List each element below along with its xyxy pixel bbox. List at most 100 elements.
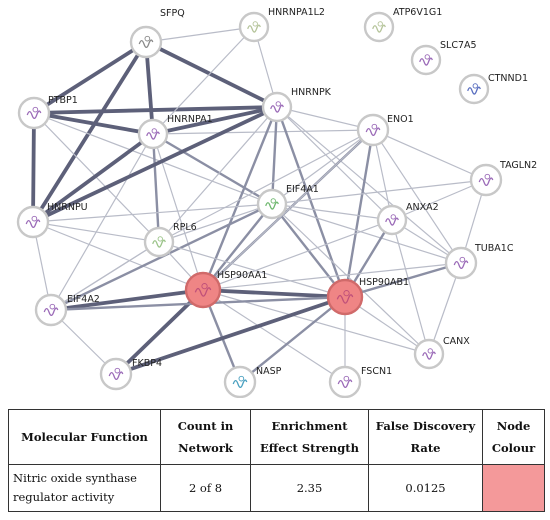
- node-label: PTBP1: [48, 95, 78, 106]
- protein-structure-icon-detail: [275, 101, 281, 107]
- edge-sfpq-hnrnpu: [31, 40, 148, 224]
- node-circle: [256, 188, 288, 220]
- edge-hnrnpa1-eif4a1: [151, 132, 274, 206]
- header-node-colour: Node Colour: [482, 409, 545, 465]
- table-header-row: Molecular Function Count in Network Enri…: [8, 409, 545, 465]
- node-hnrnpa1[interactable]: HNRNPA1: [137, 114, 213, 150]
- protein-structure-icon: [232, 379, 248, 389]
- protein-structure-icon-detail: [151, 128, 157, 134]
- node-fkbp4[interactable]: FKBP4: [99, 357, 162, 391]
- protein-structure-icon: [26, 110, 42, 120]
- protein-structure-icon-detail: [31, 215, 38, 222]
- node-label: FKBP4: [132, 358, 162, 369]
- edge-ptbp1-hnrnpa1: [32, 111, 155, 136]
- edge-tagln2-anxa2: [391, 179, 487, 221]
- edge-ptbp1-eif4a1: [33, 112, 273, 205]
- node-hnrnpa1l2[interactable]: HNRNPA1L2: [238, 7, 325, 43]
- node-label: NASP: [256, 366, 282, 377]
- node-sfpq[interactable]: SFPQ: [129, 8, 185, 59]
- node-circle: [17, 96, 51, 130]
- edge-hnrnpa1-hnrnpk: [151, 105, 279, 136]
- node-circle: [356, 113, 390, 147]
- edge-hnrnpu-hsp90aa1: [32, 221, 204, 291]
- protein-structure-icon-detail: [371, 123, 378, 130]
- edge-sfpq-hnrnpk: [144, 40, 279, 109]
- edge-eif4a1-eif4a2: [49, 202, 274, 312]
- node-circle: [376, 204, 408, 236]
- node-circle: [326, 278, 364, 316]
- node-eif4a1[interactable]: EIF4A1: [256, 184, 319, 220]
- node-hnrnpk[interactable]: HNRNPK: [261, 87, 332, 123]
- node-circle: [184, 271, 222, 309]
- node-anxa2[interactable]: ANXA2: [376, 202, 439, 236]
- node-fscn1[interactable]: FSCN1: [328, 365, 392, 398]
- protein-structure-icon-detail: [32, 106, 39, 113]
- node-label: TAGLN2: [499, 160, 537, 171]
- node-hsp90aa1[interactable]: HSP90AA1: [184, 270, 267, 309]
- node-nasp[interactable]: NASP: [223, 365, 282, 398]
- protein-structure-icon: [194, 287, 212, 297]
- edge-hnrnpk-tuba1c: [276, 106, 462, 264]
- node-ptbp1[interactable]: PTBP1: [17, 95, 78, 130]
- edge-hnrnpk-eno1: [276, 106, 374, 131]
- header-count-in-network: Count in Network: [160, 409, 251, 465]
- protein-structure-icon-detail: [484, 173, 491, 180]
- cell-node-colour-swatch: [482, 464, 545, 512]
- edge-hsp90aa1-hsp90ab1: [201, 288, 347, 299]
- node-eno1[interactable]: ENO1: [356, 113, 414, 147]
- node-circle: [328, 365, 362, 398]
- cell-strength: 2.35: [250, 464, 369, 512]
- node-hnrnpu[interactable]: HNRNPU: [16, 202, 88, 239]
- edge-sfpq-ptbp1: [32, 40, 148, 115]
- cell-count: 2 of 8: [160, 464, 251, 512]
- protein-structure-icon: [138, 39, 154, 49]
- node-eif4a2[interactable]: EIF4A2: [34, 293, 100, 327]
- node-slc7a5[interactable]: SLC7A5: [410, 40, 477, 76]
- node-label: HNRNPK: [291, 87, 332, 98]
- edge-tuba1c-hsp90aa1: [202, 262, 462, 291]
- edge-hnrnpa1-eif4a2: [50, 133, 154, 311]
- protein-structure-icon-detail: [459, 256, 466, 263]
- protein-structure-icon-detail: [343, 290, 350, 297]
- node-label: HSP90AB1: [359, 277, 409, 288]
- edge-hnrnpk-rpl6: [158, 106, 278, 243]
- header-molecular-function: Molecular Function: [8, 409, 161, 465]
- edge-anxa2-canx: [391, 219, 430, 355]
- node-label: ENO1: [387, 114, 414, 125]
- protein-structure-icon-detail: [201, 283, 208, 290]
- node-label: FSCN1: [361, 366, 392, 377]
- protein-structure-icon-detail: [157, 236, 163, 242]
- node-circle: [363, 11, 395, 43]
- node-label: CANX: [443, 336, 470, 347]
- protein-structure-icon: [43, 307, 59, 317]
- node-canx[interactable]: CANX: [413, 336, 470, 370]
- edge-hsp90aa1-eno1: [202, 129, 374, 291]
- node-circle: [223, 365, 257, 398]
- edge-hsp90ab1-nasp: [238, 295, 347, 384]
- edge-eno1-tagln2: [372, 129, 487, 181]
- edge-tuba1c-hsp90ab1: [343, 261, 463, 299]
- edge-hnrnpa1-hnrnpa1l2: [152, 26, 255, 135]
- edge-eif4a1-tuba1c: [271, 203, 462, 264]
- node-circle: [469, 163, 503, 197]
- edge-ptbp1-hnrnpk: [32, 105, 279, 115]
- edge-hnrnpa1-eno1: [152, 129, 374, 135]
- node-label: TUBA1C: [474, 243, 514, 254]
- edge-eif4a1-anxa2: [271, 203, 393, 221]
- protein-structure-icon-detail: [343, 375, 350, 382]
- node-tagln2[interactable]: TAGLN2: [469, 160, 537, 197]
- node-atp6v1g1[interactable]: ATP6V1G1: [363, 7, 442, 43]
- protein-structure-icon: [385, 217, 399, 226]
- protein-structure-icon: [146, 131, 160, 140]
- node-rpl6[interactable]: RPL6: [143, 222, 197, 258]
- node-hsp90ab1[interactable]: HSP90AB1: [326, 277, 409, 316]
- protein-structure-icon: [247, 24, 261, 33]
- cell-fdr: 0.0125: [368, 464, 483, 512]
- protein-structure-icon-detail: [252, 21, 258, 27]
- edge-eif4a2-rpl6: [50, 241, 160, 311]
- node-tuba1c[interactable]: TUBA1C: [444, 243, 514, 280]
- node-ctnnd1[interactable]: CTNND1: [458, 73, 528, 105]
- edge-hnrnpk-hsp90ab1: [275, 105, 347, 299]
- node-circle: [410, 44, 442, 76]
